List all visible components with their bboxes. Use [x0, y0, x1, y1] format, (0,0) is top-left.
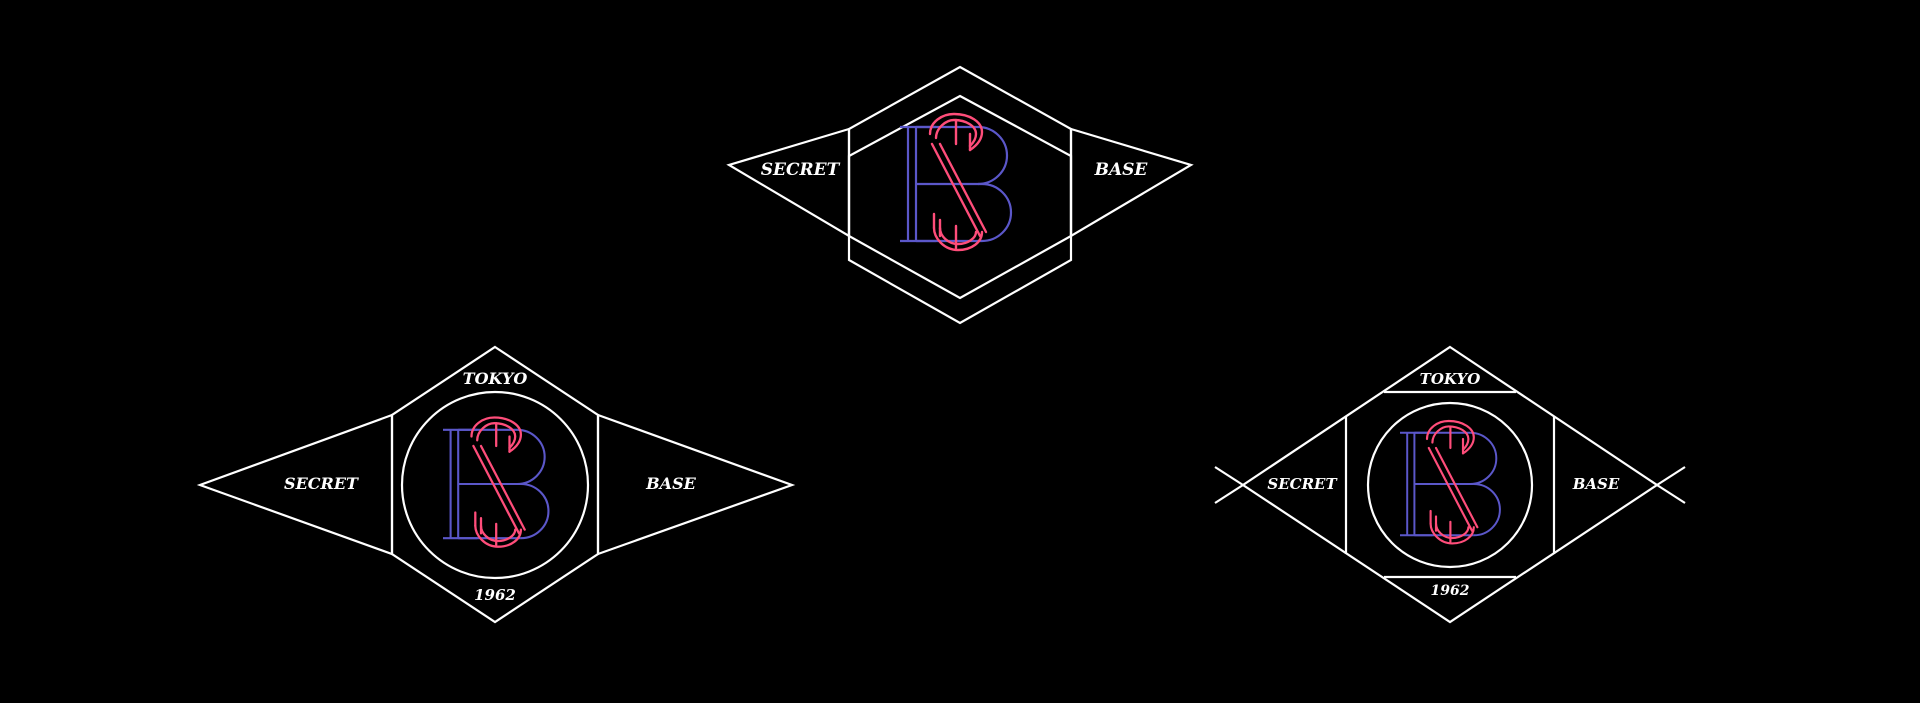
badge-left-right-label: BASE: [645, 474, 696, 493]
badge-right-right-cross-b: [1656, 484, 1686, 504]
badge-left-bottom-label: 1962: [474, 586, 516, 604]
badge-left-left-wing: [196, 413, 394, 556]
badge-left: TOKYO 1962 SECRET BASE: [196, 345, 796, 624]
badge-right-bottom-label: 1962: [1431, 583, 1470, 599]
badge-right-left-cross-b: [1214, 484, 1244, 504]
badge-right-right-label: BASE: [1572, 475, 1620, 493]
badge-top-right-label: BASE: [1094, 160, 1149, 180]
badge-top: SECRET BASE: [726, 65, 1194, 325]
badge-left-circle: [400, 390, 590, 580]
badge-right-right-cross-a: [1656, 466, 1686, 486]
badge-right: TOKYO 1962 SECRET BASE: [1214, 345, 1686, 624]
badge-right-diamond: [1241, 345, 1659, 624]
badge-right-left-cross-a: [1214, 466, 1244, 486]
badge-left-top-label: TOKYO: [463, 369, 528, 388]
badge-left-right-wing: [596, 413, 796, 556]
badge-left-left-label: SECRET: [284, 474, 359, 493]
badge-right-circle: [1366, 401, 1534, 569]
badge-top-left-wing: [726, 127, 851, 238]
badge-top-left-label: SECRET: [761, 160, 841, 180]
badge-top-outer-hexagon: [847, 65, 1073, 325]
badge-right-left-label: SECRET: [1267, 475, 1338, 493]
badge-right-top-label: TOKYO: [1420, 370, 1481, 388]
badge-top-right-wing: [1069, 127, 1194, 238]
